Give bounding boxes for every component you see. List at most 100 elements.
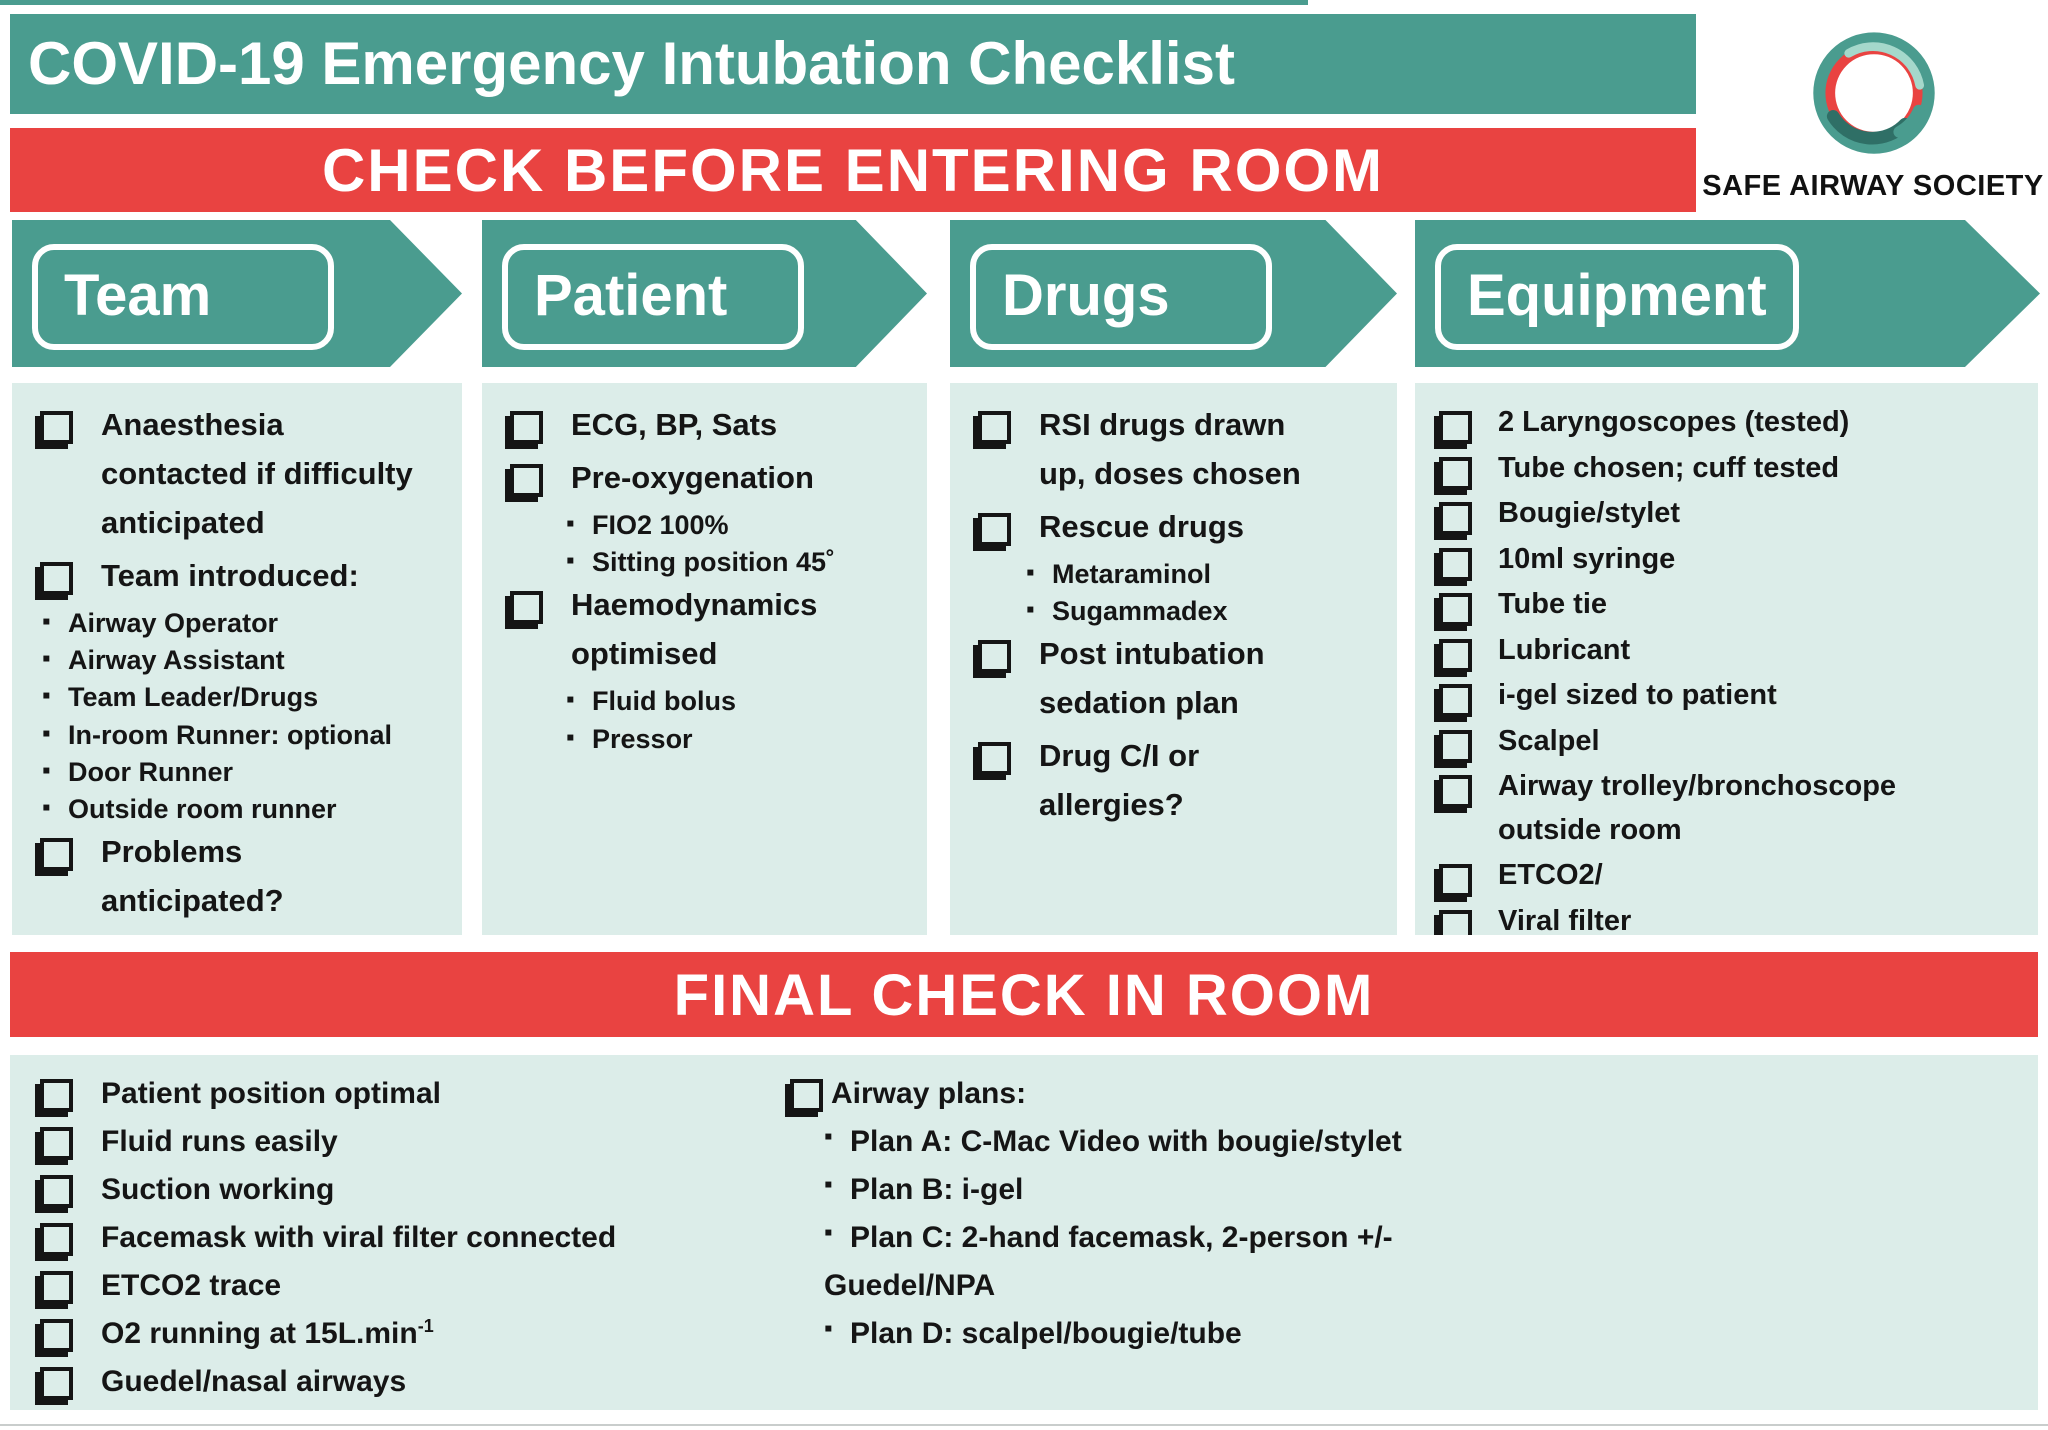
checklist-item-text: Tube tie: [1498, 588, 1608, 620]
checklist-item-text: Plan B: i-gel: [850, 1173, 1024, 1206]
checklist-item-text: FIO2 100%: [592, 509, 729, 540]
arrow-patient: Patient: [482, 220, 927, 367]
arrow-drugs: Drugs: [950, 220, 1397, 367]
checklist-item-text: Guedel/nasal airways: [101, 1365, 407, 1398]
bullet-icon: ▪: [1026, 558, 1035, 586]
arrow-label-patient: Patient: [502, 244, 804, 350]
checklist-item-text: Pressor: [592, 723, 693, 754]
checklist-item: ▪Airway Assistant: [42, 642, 454, 679]
checklist-item-text: Haemodynamics optimised: [571, 587, 818, 672]
checkbox-icon: [1439, 547, 1472, 581]
title-bar: COVID-19 Emergency Intubation Checklist: [10, 14, 1696, 114]
checklist-item: i-gel sized to patient: [1433, 674, 2030, 718]
checkbox-icon: [978, 512, 1011, 546]
checklist-item: ▪Outside room runner: [42, 791, 454, 828]
checklist-item: ECG, BP, Sats: [504, 401, 919, 450]
checklist-item: ▪ Pressor: [566, 721, 919, 758]
checklist-item: Guedel/nasal airways: [34, 1359, 774, 1404]
checklist-item: Team introduced:: [34, 552, 454, 601]
checklist-item: ▪Sitting position 45˚: [566, 544, 919, 581]
checkbox-icon: [1439, 502, 1472, 535]
bullet-icon: ▪: [566, 547, 575, 575]
checklist-item: ETCO2 trace: [34, 1263, 774, 1308]
checklist-item-text: Bougie/stylet: [1498, 497, 1681, 529]
checkbox-icon: [1439, 593, 1472, 626]
bullet-icon: ▪: [824, 1219, 833, 1246]
checklist-item-text: Plan A: C-Mac Video with bougie/stylet: [850, 1125, 1402, 1158]
checklist-item-text: O2 running at 15L.min-1: [101, 1316, 434, 1350]
checklist-item-text: Viral filter: [1498, 904, 1632, 936]
checklist-item: Problems anticipated?: [34, 828, 454, 926]
checklist-item-text: 2 Laryngoscopes (tested): [1498, 406, 1850, 438]
arrow-label-team: Team: [32, 244, 334, 350]
panel-equipment: 2 Laryngoscopes (tested)Tube chosen; cuf…: [1415, 383, 2038, 935]
checklist-item: ▪ Fluid bolus: [566, 683, 919, 720]
checklist-item: Haemodynamics optimised: [504, 581, 919, 679]
checklist-item-text: In-room Runner: optional: [68, 719, 392, 750]
safe-airway-society-logo: SAFE AIRWAY SOCIETY: [1698, 22, 2048, 207]
checklist-item-text: ETCO2/: [1498, 859, 1603, 891]
checkbox-icon: [40, 1367, 73, 1400]
checklist-item: 10ml syringe: [1433, 538, 2030, 582]
bullet-icon: ▪: [824, 1315, 833, 1342]
checklist-item: ▪Team Leader/Drugs: [42, 679, 454, 716]
banner-final-check: FINAL CHECK IN ROOM: [10, 952, 2038, 1037]
checklist-item-text: Fluid bolus: [592, 686, 736, 717]
checklist-item: Patient position optimal: [34, 1071, 774, 1116]
checkbox-icon: [510, 411, 543, 444]
checkbox-icon: [1439, 775, 1472, 808]
checklist-item-text: Patient position optimal: [101, 1077, 442, 1110]
final-check-right-column: Airway plans: ▪ Plan A: C-Mac Video with b…: [790, 1071, 2010, 1359]
checklist-item-text: Post intubation sedation plan: [1039, 636, 1265, 721]
checkbox-icon: [510, 463, 543, 497]
arrow-team: Team: [12, 220, 462, 367]
checkbox-icon: [1439, 411, 1472, 444]
checkbox-icon: [978, 411, 1011, 444]
bullet-icon: ▪: [824, 1123, 833, 1150]
checklist-item-text: Team introduced:: [101, 557, 359, 593]
checklist-item: Suction working: [34, 1167, 774, 1212]
checkbox-icon: [1439, 909, 1472, 935]
checklist-item-text: Lubricant: [1498, 633, 1631, 666]
checklist-item: Viral filter: [1433, 900, 2030, 936]
checkbox-icon: [1439, 864, 1472, 897]
checklist-item: O2 running at 15L.min-1: [34, 1311, 774, 1356]
checklist-item: ▪Sugammadex: [1026, 593, 1389, 630]
checklist-item: Guedel/NPA: [824, 1263, 2010, 1308]
checklist-item-text: RSI drugs drawn up, doses chosen: [1039, 407, 1301, 491]
checkbox-icon: [40, 1319, 73, 1352]
checklist-item: ▪Airway Operator: [42, 605, 454, 642]
checklist-item-text: Guedel/NPA: [824, 1269, 996, 1302]
checkbox-icon: [1439, 729, 1472, 763]
checklist-item-text: Pre-oxygenation: [571, 459, 814, 495]
bullet-icon: ▪: [566, 723, 575, 751]
checklist-item: ETCO2/: [1433, 854, 2030, 898]
banner-check-before-entering: CHECK BEFORE ENTERING ROOM: [10, 128, 1696, 212]
checklist-item: ▪ Plan D: scalpel/bougie/tube: [824, 1311, 2010, 1356]
checkbox-icon: [978, 640, 1011, 674]
arrow-label-drugs: Drugs: [970, 244, 1272, 350]
checklist-item-text: Outside room runner: [68, 794, 337, 825]
panel-team: Anaesthesia contacted if difficulty anti…: [12, 383, 462, 935]
checklist-item: Post intubation sedation plan: [972, 630, 1389, 728]
bullet-icon: ▪: [42, 756, 51, 784]
checklist-item-text: Drug C/I or allergies?: [1039, 738, 1200, 823]
bullet-icon: ▪: [824, 1171, 833, 1198]
logo-text: SAFE AIRWAY SOCIETY: [1702, 170, 2044, 202]
checklist-item-text: Plan D: scalpel/bougie/tube: [850, 1317, 1242, 1350]
checkbox-icon: [40, 1127, 73, 1160]
checklist-item: Anaesthesia contacted if difficulty anti…: [34, 401, 454, 548]
checklist-item-text: Plan C: 2-hand facemask, 2-person +/-: [850, 1221, 1393, 1254]
checklist-item-text: Airway plans:: [831, 1077, 1027, 1110]
bullet-icon: ▪: [566, 686, 575, 714]
checklist-item: ▪In-room Runner: optional: [42, 717, 454, 754]
checklist-item-text: Team Leader/Drugs: [68, 682, 319, 713]
bottom-edge-line: [0, 1424, 2048, 1426]
checklist-item-text: Rescue drugs: [1039, 508, 1245, 544]
checklist-item-text: Sugammadex: [1052, 596, 1228, 627]
checklist-item: Scalpel: [1433, 720, 2030, 764]
checklist-item-text: Suction working: [101, 1173, 335, 1206]
